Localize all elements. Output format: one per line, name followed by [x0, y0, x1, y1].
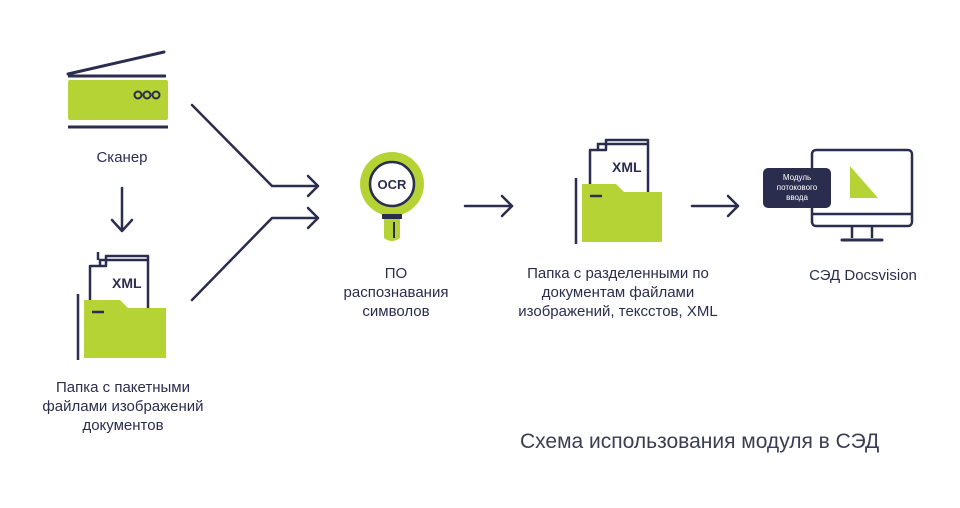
arrow-folder-to-ocr	[190, 206, 320, 302]
module-badge-text: Модуль потокового ввода	[776, 173, 818, 202]
arrow-folder-to-edms	[690, 194, 740, 218]
scanner-label: Сканер	[96, 149, 148, 166]
arrow-scanner-to-folder	[110, 186, 134, 233]
folder-icon: XML	[574, 138, 662, 244]
module-badge: Модуль потокового ввода	[763, 168, 831, 208]
arrow-ocr-to-folder	[463, 194, 514, 218]
magnifier-icon: OCR	[360, 152, 424, 241]
scanner-icon	[66, 50, 168, 129]
diagram-caption: Схема использования модуля в СЭД	[520, 430, 880, 453]
split-folder-doc-tag: XML	[612, 159, 642, 175]
ocr-lens-text: OCR	[378, 177, 408, 192]
folder-icon: XML	[76, 252, 166, 360]
batch-folder-label: Папка с пакетными файлами изображений до…	[42, 379, 204, 434]
ocr-label: ПО распознавания символов	[343, 265, 449, 320]
batch-folder-doc-tag: XML	[112, 275, 142, 291]
arrow-scanner-to-ocr	[190, 103, 320, 198]
split-folder-label: Папка с разделенными по документам файла…	[518, 265, 718, 320]
edms-label: СЭД Docsvision	[809, 267, 917, 284]
